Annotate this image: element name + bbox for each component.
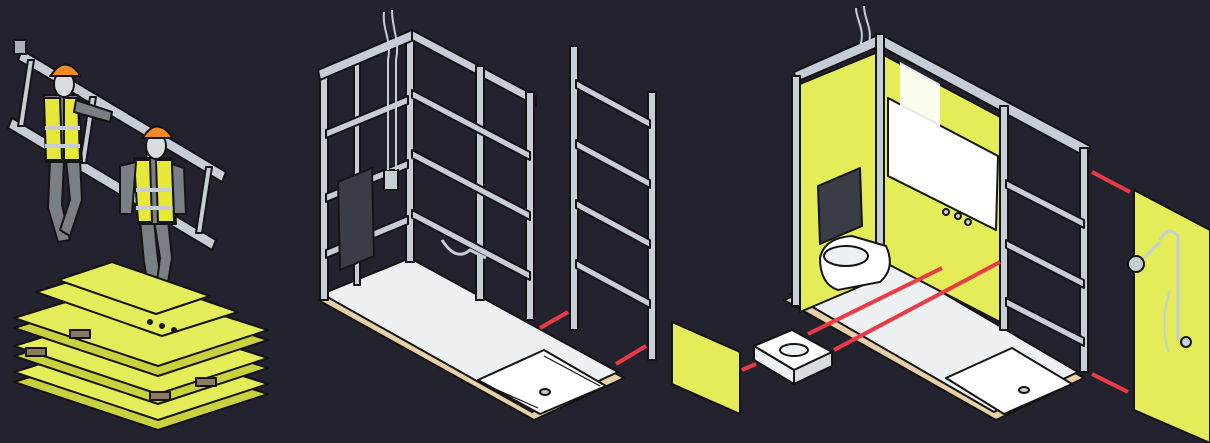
loose-panel-left xyxy=(672,322,740,414)
stage-3-fitted xyxy=(672,6,1210,443)
wall-hung-toilet xyxy=(820,236,890,290)
ladder-frame xyxy=(8,40,226,250)
shower-wall-panel xyxy=(1134,190,1210,443)
basin xyxy=(754,330,832,384)
stage-2-frame xyxy=(318,10,656,420)
panel-stack xyxy=(14,262,268,430)
stage-1-delivery xyxy=(8,40,268,430)
